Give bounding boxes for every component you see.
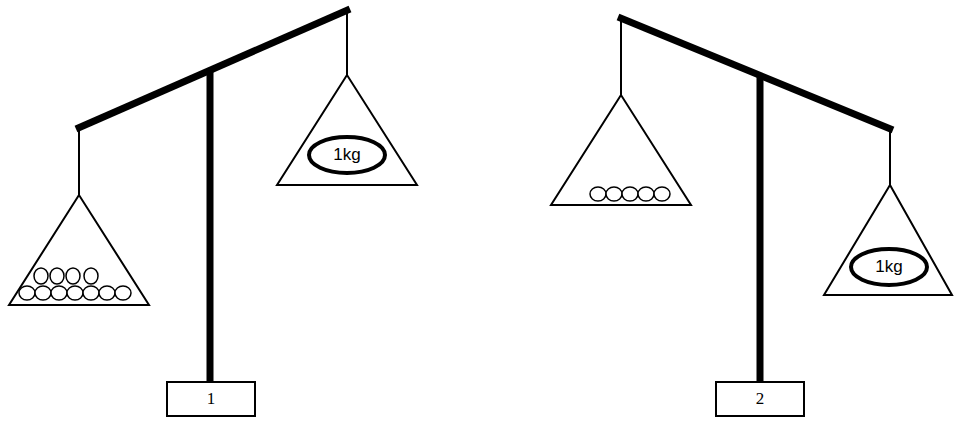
weight-label: 1kg (307, 135, 387, 175)
weight-label: 1kg (849, 247, 929, 287)
eggs (590, 187, 670, 201)
scale-one (9, 9, 417, 382)
pan (551, 95, 691, 205)
weight-oval (309, 137, 385, 173)
pan (277, 75, 417, 185)
hanger (346, 11, 348, 75)
beam (76, 9, 350, 129)
beam (618, 17, 893, 130)
hanger (78, 127, 80, 195)
label-text: 1kg (333, 145, 360, 165)
label-text: 1 (207, 389, 216, 409)
hanger (620, 19, 622, 95)
scale-number: 2 (715, 381, 805, 417)
eggs (19, 268, 131, 300)
pole (207, 70, 214, 382)
scale-number: 1 (166, 381, 256, 417)
label-text: 2 (756, 389, 765, 409)
scale-two (551, 17, 952, 382)
weight-oval (851, 249, 927, 285)
pan (9, 195, 149, 305)
pan (824, 185, 952, 295)
label-text: 1kg (875, 257, 902, 277)
hanger (889, 128, 891, 185)
pole (757, 75, 764, 382)
